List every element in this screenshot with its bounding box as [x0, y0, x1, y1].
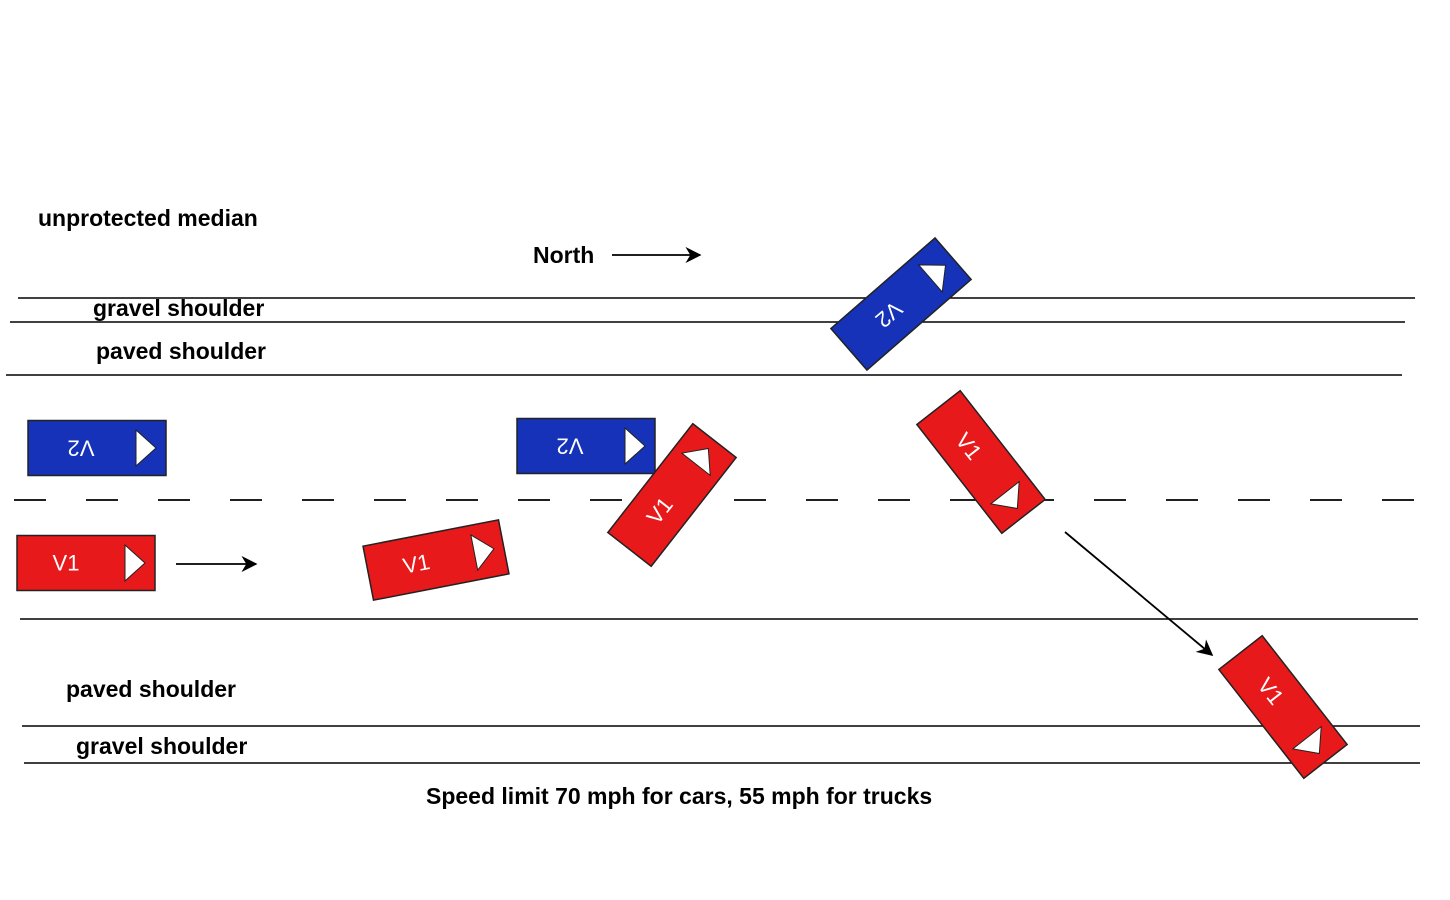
direction-triangle-icon — [624, 426, 646, 466]
v1-trajectory-arrow — [1064, 531, 1214, 657]
paved-shoulder-label-top: paved shoulder — [96, 338, 266, 364]
north-label: North — [533, 242, 594, 268]
speed-limit-note: Speed limit 70 mph for cars, 55 mph for … — [426, 783, 932, 809]
vehicle-v2-position-3: V2 — [829, 236, 973, 372]
direction-triangle-icon — [1291, 725, 1322, 755]
vehicle-v1-position-3: V1 — [606, 422, 738, 568]
paved-shoulder-label-bottom: paved shoulder — [66, 676, 236, 702]
gravel-shoulder-label-top: gravel shoulder — [93, 295, 264, 321]
vehicle-v1-position-2: V1 — [362, 518, 510, 602]
vehicle-label: V1 — [401, 549, 432, 579]
direction-triangle-icon — [917, 264, 947, 294]
direction-triangle-icon — [989, 480, 1020, 510]
vehicle-label: V2 — [68, 436, 95, 461]
vehicle-label: V2 — [557, 434, 584, 459]
vehicle-v2-position-2: V2 — [516, 417, 656, 475]
direction-triangle-icon — [680, 447, 711, 477]
vehicle-v1-position-4: V1 — [915, 389, 1047, 535]
vehicle-body — [362, 518, 510, 602]
vehicle-v2-position-1: V2 — [27, 419, 167, 477]
vehicle-body — [915, 389, 1047, 535]
direction-triangle-icon — [124, 543, 146, 583]
vehicle-label: V1 — [53, 551, 80, 576]
vehicle-body — [1217, 634, 1349, 780]
direction-triangle-icon — [470, 533, 495, 572]
vehicle-v1-position-5: V1 — [1217, 634, 1349, 780]
vehicle-body — [829, 236, 973, 372]
vehicle-body — [16, 534, 156, 592]
road-lines — [6, 297, 1420, 764]
vehicle-v1-position-1: V1 — [16, 534, 156, 592]
median-label: unprotected median — [38, 205, 258, 231]
direction-triangle-icon — [135, 428, 157, 468]
gravel-shoulder-label-bottom: gravel shoulder — [76, 733, 247, 759]
